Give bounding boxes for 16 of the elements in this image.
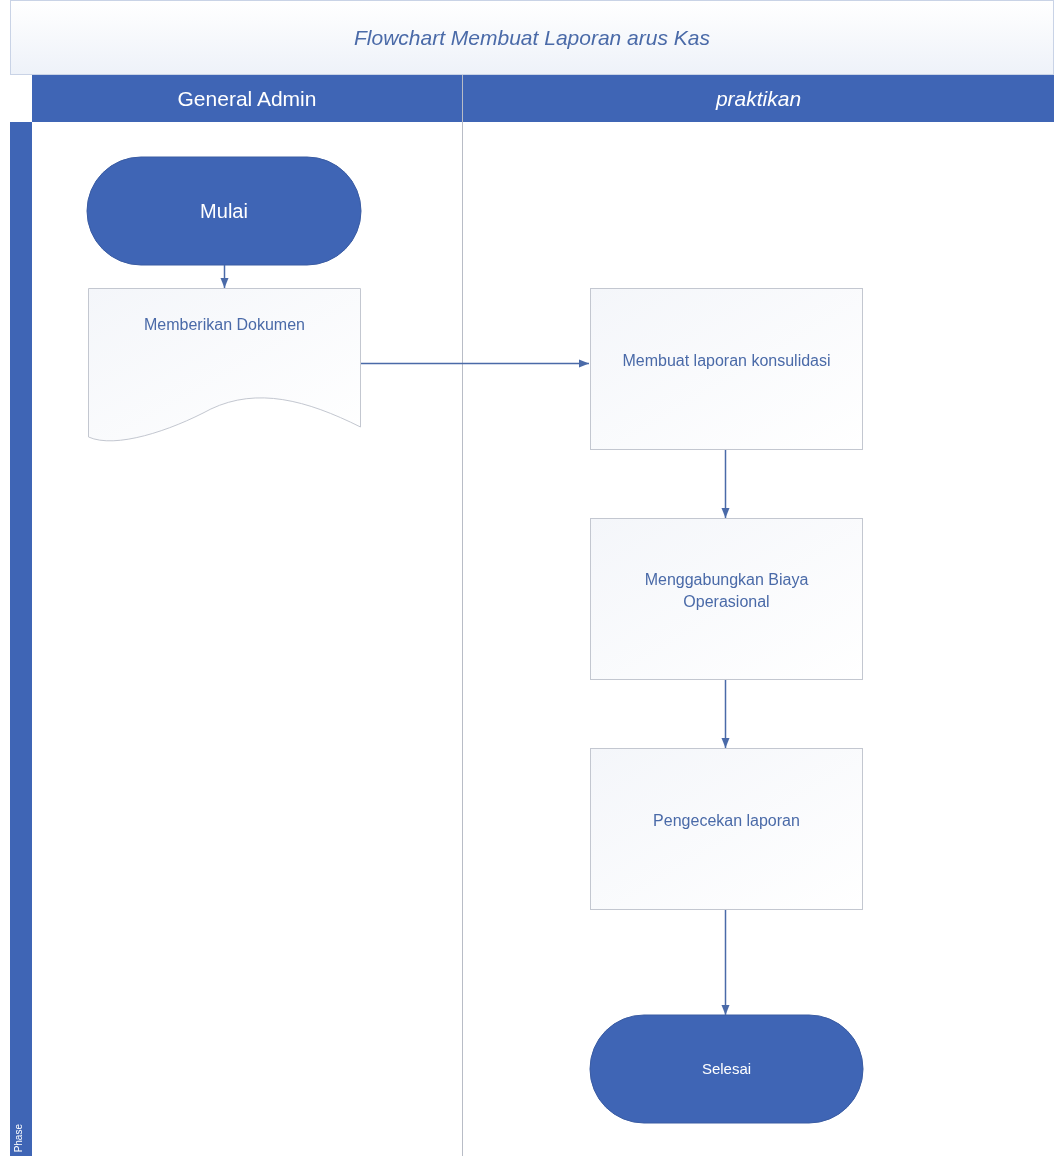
arrow: [360, 359, 590, 368]
node-label: Selesai: [700, 1058, 753, 1079]
node-label: Membuat laporan konsulidasi: [621, 351, 832, 372]
lane-title: praktikan: [715, 86, 802, 111]
arrow: [220, 264, 229, 289]
arrow: [721, 449, 730, 519]
swimlane: [462, 75, 1054, 1156]
lane-title: General Admin: [177, 86, 317, 111]
arrow: [721, 909, 730, 1016]
node-label: Mulai: [199, 198, 249, 224]
node-label: Pengecekan laporan: [652, 811, 801, 832]
diagram-title: Flowchart Membuat Laporan arus Kas: [354, 25, 710, 50]
node-label: Memberikan Dokumen: [143, 314, 306, 335]
arrow: [721, 679, 730, 749]
phase-label: Phase: [13, 1123, 24, 1152]
node-label: Menggabungkan Biaya Operasional: [643, 570, 810, 612]
